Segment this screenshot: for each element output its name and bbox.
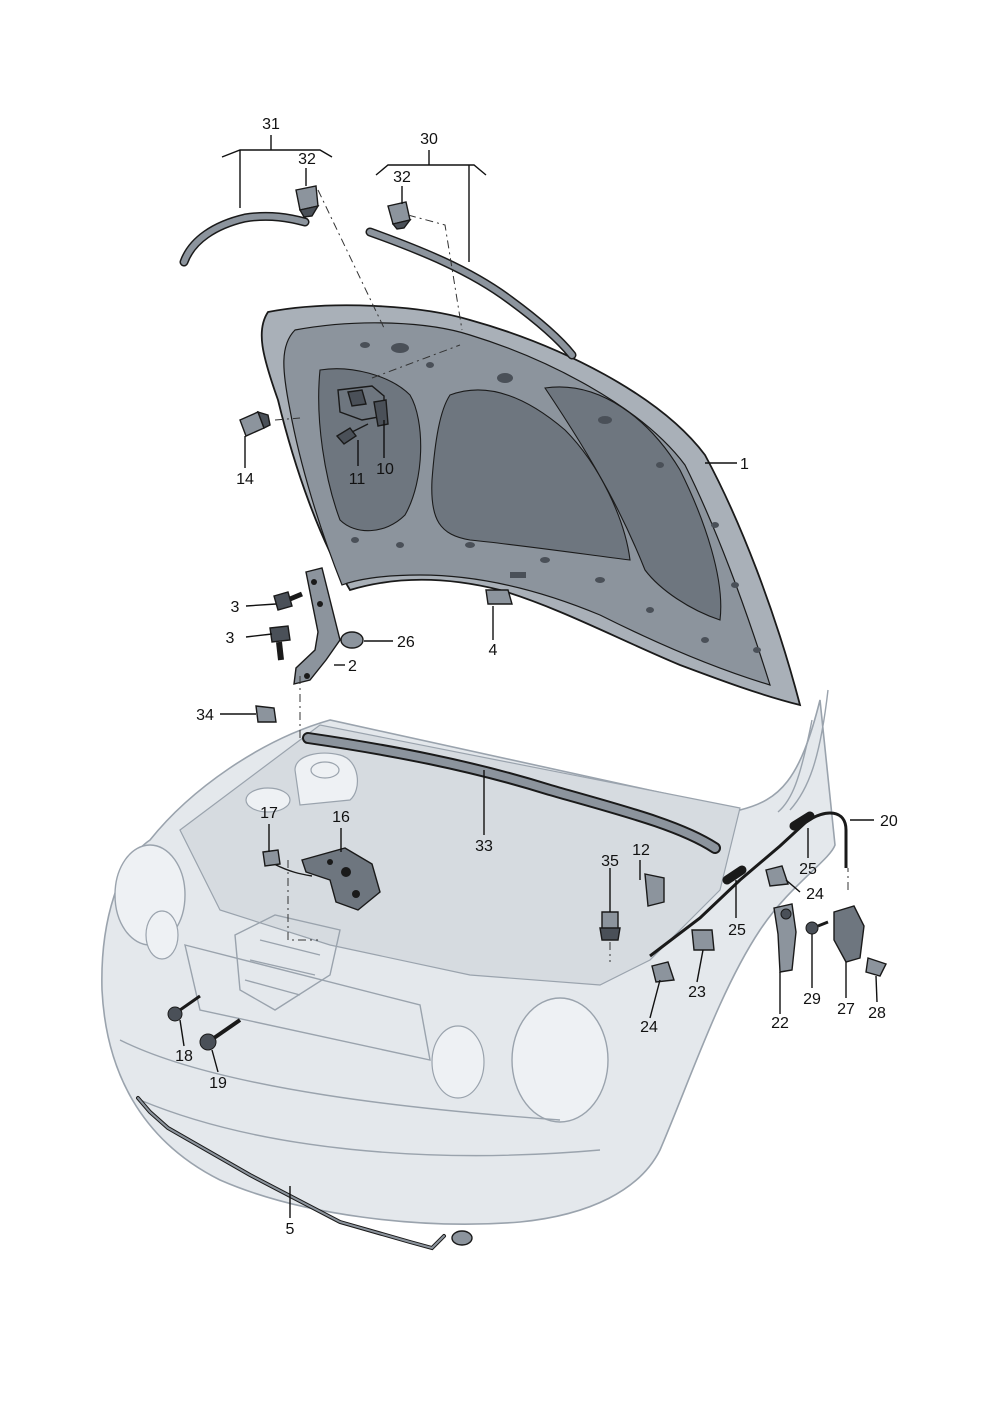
lock-16: [301, 847, 381, 911]
clip-34: [255, 705, 277, 723]
cable-sleeve-25-lower: [722, 865, 747, 885]
callout-14: 14: [236, 471, 254, 488]
bolt-11: [335, 423, 369, 445]
bumper-crease: [119, 1039, 561, 1121]
strut-tower: [245, 787, 291, 813]
cap-26: [340, 631, 364, 649]
lock-carrier: [234, 914, 341, 1011]
hood-holes: [351, 342, 761, 653]
reservoir-cap: [310, 761, 340, 779]
callout-19: 19: [209, 1075, 227, 1092]
grille-slats: [244, 939, 321, 996]
callout-29: 29: [803, 991, 821, 1008]
bumper-lower-crease: [139, 1099, 601, 1157]
callout-22: 22: [771, 1015, 789, 1032]
clip-32-right: [387, 201, 412, 230]
a-pillar-inner-line: [777, 719, 813, 813]
callout-20: 20: [880, 813, 898, 830]
clip-12: [644, 873, 665, 907]
callout-5: 5: [286, 1221, 295, 1238]
grille-frame: [184, 944, 431, 1061]
release-lever-22: [773, 903, 797, 973]
callout-24-left: 24: [640, 1019, 658, 1036]
hood-lock-striker-10: [337, 385, 389, 427]
screw-29: [805, 920, 829, 935]
right-headlight: [511, 997, 609, 1123]
callout-2: 2: [348, 658, 357, 675]
release-cable-20-25: [649, 811, 848, 958]
callout-17: 17: [260, 805, 278, 822]
clip-28: [865, 957, 887, 977]
callout-3-lower: 3: [226, 630, 235, 647]
washer-reservoir: [294, 752, 358, 806]
clip-23: [691, 929, 715, 951]
car-front-body: [101, 689, 836, 1225]
callout-1: 1: [740, 456, 749, 473]
stud-35: [599, 911, 621, 941]
left-foglight: [145, 910, 179, 960]
hood-panel: [260, 304, 802, 707]
clip-24-left: [651, 961, 675, 983]
hood-buffer-slot: [510, 572, 526, 578]
callout-18: 18: [175, 1048, 193, 1065]
screw-18: [167, 994, 201, 1022]
callout-32-right: 32: [393, 169, 411, 186]
callout-10: 10: [376, 461, 394, 478]
hinge-2: [293, 567, 341, 685]
a-pillar-line: [789, 689, 829, 811]
callout-23: 23: [688, 984, 706, 1001]
callout-33: 33: [475, 838, 493, 855]
buffer-14: [239, 410, 271, 437]
bolt-3-lower: [269, 625, 291, 661]
callout-34: 34: [196, 707, 214, 724]
buffer-4: [485, 589, 513, 605]
leader-lines: [179, 135, 878, 1218]
callout-16: 16: [332, 809, 350, 826]
callout-11: 11: [349, 471, 366, 488]
bracket-27: [833, 905, 865, 963]
callout-12: 12: [632, 842, 650, 859]
callout-24-right: 24: [806, 886, 824, 903]
callout-4: 4: [489, 642, 498, 659]
assembly-lines: [274, 189, 849, 962]
lock-cable-16: [273, 863, 313, 877]
screw-19: [199, 1018, 242, 1051]
clip-32-left: [295, 185, 320, 218]
callout-30: 30: [420, 131, 438, 148]
callout-35: 35: [601, 853, 619, 870]
callout-25-upper: 25: [799, 861, 817, 878]
hood-right-recess: [544, 386, 722, 621]
callout-31: 31: [262, 116, 280, 133]
callout-25-lower: 25: [728, 922, 746, 939]
callout-labels: 31 32 30 32 1 14 11 10 3 3 26 2 4 34 17 …: [175, 116, 898, 1238]
callout-3-upper: 3: [231, 599, 240, 616]
clip-24-right: [765, 865, 789, 887]
bolt-3-upper: [273, 591, 303, 611]
callout-28: 28: [868, 1005, 886, 1022]
hood-center-recess: [431, 389, 631, 561]
cable-sleeve-25-upper: [789, 811, 815, 831]
callout-26: 26: [397, 634, 415, 651]
right-foglight: [431, 1025, 485, 1099]
callout-32-left: 32: [298, 151, 316, 168]
clip-17: [262, 849, 281, 867]
callout-27: 27: [837, 1001, 855, 1018]
prop-rod-grip: [451, 1230, 473, 1246]
